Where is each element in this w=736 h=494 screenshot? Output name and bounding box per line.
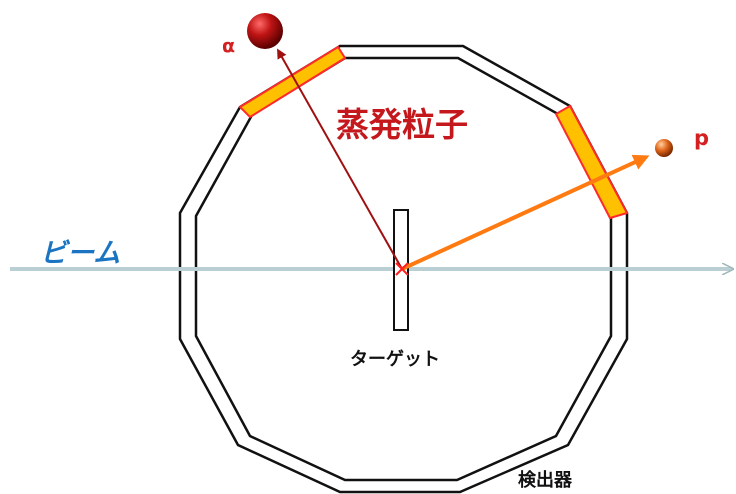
detector-segment-right	[554, 104, 629, 220]
evaporated-particles-label: 蒸発粒子	[336, 105, 468, 144]
proton-particle-icon	[655, 139, 673, 157]
alpha-label: α	[222, 35, 235, 57]
target-label: ターゲット	[350, 348, 440, 370]
detector-label: 検出器	[518, 469, 573, 491]
detector-segment-left	[238, 45, 347, 119]
interaction-point-marker	[395, 262, 409, 276]
alpha-particle-icon	[247, 13, 283, 49]
proton-label: p	[694, 126, 709, 150]
beam-label: ビーム	[40, 238, 120, 269]
proton-trajectory-arrow	[401, 154, 650, 271]
alpha-trajectory-arrow	[277, 48, 403, 270]
